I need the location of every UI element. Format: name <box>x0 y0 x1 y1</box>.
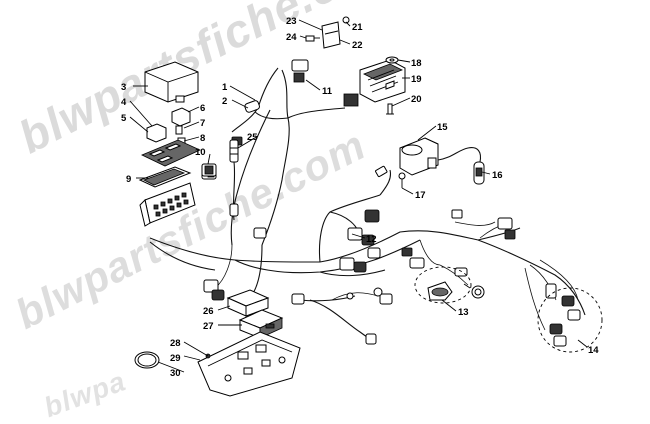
callout-18: 18 <box>411 58 422 69</box>
callout-1: 1 <box>222 82 228 93</box>
callout-24: 24 <box>286 32 297 43</box>
leader-lines <box>129 19 588 373</box>
callout-22: 22 <box>352 40 363 51</box>
main-harness <box>149 67 586 343</box>
fuse-block-slots <box>153 192 189 217</box>
callout-10: 10 <box>195 147 206 158</box>
callout-12: 12 <box>366 234 377 245</box>
callout-29: 29 <box>170 353 181 364</box>
ignition-coil <box>398 137 485 188</box>
relays-and-fuses <box>146 107 191 146</box>
callout-15: 15 <box>437 122 448 133</box>
callout-8: 8 <box>200 133 205 144</box>
clamp-ring <box>134 351 160 369</box>
parts-diagram: blwpartsfiche.com blwpartsfiche.com blwp… <box>8 0 603 423</box>
callout-26: 26 <box>203 306 214 317</box>
callout-17: 17 <box>415 190 426 201</box>
callout-14: 14 <box>588 345 599 356</box>
callout-4: 4 <box>121 97 127 108</box>
sensor-25 <box>229 139 239 221</box>
callout-23: 23 <box>286 16 297 27</box>
mounting-tray <box>197 331 301 397</box>
callout-13: 13 <box>458 307 469 318</box>
callout-9: 9 <box>126 174 131 185</box>
callout-7: 7 <box>200 118 205 129</box>
fuse-panel <box>141 139 201 167</box>
callout-20: 20 <box>411 94 422 105</box>
callout-5: 5 <box>121 113 127 124</box>
fuse-box-cover <box>144 61 199 103</box>
callout-16: 16 <box>492 170 503 181</box>
washer-18 <box>385 56 399 64</box>
callout-25: 25 <box>247 132 258 143</box>
sensor-13 <box>427 281 485 301</box>
callout-11: 11 <box>322 86 333 97</box>
callout-28: 28 <box>170 338 181 349</box>
fuse-block <box>138 166 196 227</box>
callout-6: 6 <box>200 103 205 114</box>
mount-bracket <box>305 16 350 49</box>
callout-labels: 3 1 2 4 5 6 7 8 9 10 11 12 13 14 15 16 1… <box>121 16 599 379</box>
callout-30: 30 <box>170 368 181 379</box>
callout-27: 27 <box>203 321 214 332</box>
callout-2: 2 <box>222 96 227 107</box>
ecu-modules <box>226 289 284 339</box>
group-outlines <box>414 266 603 353</box>
callout-21: 21 <box>352 22 363 33</box>
callout-3: 3 <box>121 82 126 93</box>
voltage-regulator <box>359 59 406 115</box>
connector-10 <box>201 163 217 177</box>
wiring-harness-drawing: 3 1 2 4 5 6 7 8 9 10 11 12 13 14 15 16 1… <box>121 16 603 397</box>
callout-19: 19 <box>411 74 422 85</box>
